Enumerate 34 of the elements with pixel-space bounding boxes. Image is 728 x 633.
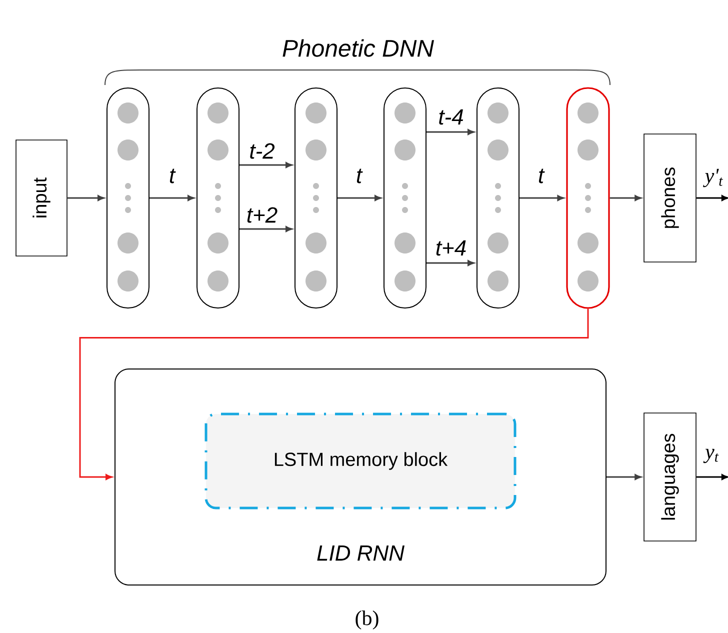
arrow [520, 195, 564, 201]
layer-column [294, 88, 338, 308]
arrow [338, 195, 382, 201]
layer-column [106, 88, 150, 308]
edge-label: y'$_{t}$ [703, 168, 723, 188]
arrow [606, 474, 642, 480]
edge-label: t [356, 168, 363, 184]
arrow [610, 195, 642, 201]
edge-label: t+4 [436, 240, 466, 256]
edge-label: y$_{t}$ [703, 448, 719, 464]
edge-label: t [170, 168, 176, 184]
arrow [240, 226, 292, 232]
arrow [426, 129, 474, 135]
arrow [79, 308, 589, 480]
edge-label: t-2 [250, 143, 275, 159]
edge-label: t [538, 168, 545, 184]
arrow [696, 195, 728, 201]
group-title: Phonetic DNN [282, 39, 434, 57]
layer-column [196, 88, 240, 308]
arrow [67, 195, 104, 201]
memory-block: LSTM memory block [204, 412, 516, 510]
layer-column [566, 87, 610, 309]
edge-label: t+2 [247, 207, 278, 223]
layer-column [384, 88, 426, 308]
rotated-text-box: phones [644, 134, 696, 262]
arrow [696, 474, 728, 480]
arrow [240, 162, 292, 168]
layer-column [476, 88, 520, 308]
caption: (b) [356, 610, 378, 630]
arrow [150, 195, 194, 201]
rotated-text-box: languages [644, 412, 696, 542]
rotated-text-box: input [16, 140, 68, 256]
edge-label: t-4 [439, 109, 464, 125]
arrow [426, 260, 474, 266]
